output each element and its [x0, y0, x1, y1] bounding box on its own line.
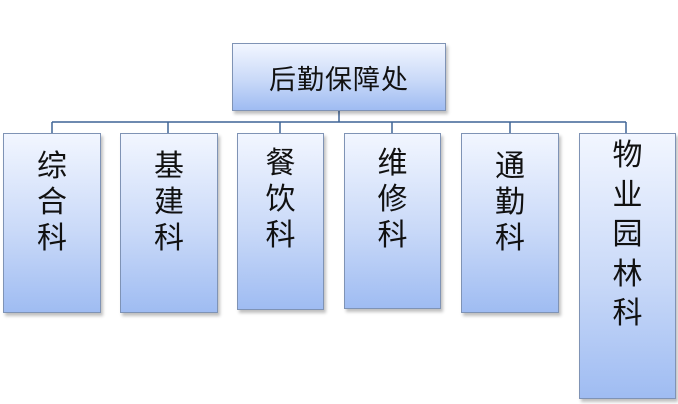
department-label-char: 基 [154, 149, 184, 184]
department-label-char: 合 [37, 185, 67, 220]
root-label: 后勤保障处 [269, 64, 409, 96]
department-label-char: 综 [37, 149, 67, 184]
department-label-char: 园 [612, 217, 643, 253]
department-node-5: 通勤科 [461, 133, 559, 313]
department-node-1: 综合科 [3, 133, 101, 313]
department-node-6: 物业园林科 [579, 133, 676, 399]
department-label-char: 修 [377, 182, 408, 217]
department-label-char: 物 [612, 138, 643, 173]
department-label-char: 餐 [265, 146, 296, 181]
department-label-char: 科 [612, 296, 643, 332]
department-node-4: 维修科 [344, 133, 441, 309]
department-label-char: 业 [612, 177, 643, 213]
department-label-char: 勤 [495, 185, 525, 220]
department-label-char: 林 [612, 256, 643, 292]
department-node-2: 基建科 [120, 133, 218, 313]
department-label-char: 建 [154, 185, 184, 220]
department-label-char: 科 [495, 221, 525, 256]
department-label-char: 科 [265, 218, 296, 253]
department-label-char: 饮 [265, 182, 296, 217]
department-node-3: 餐饮科 [237, 133, 324, 310]
root-node: 后勤保障处 [232, 43, 446, 111]
department-label-char: 科 [377, 218, 408, 253]
department-label-char: 通 [495, 149, 525, 184]
department-label-char: 科 [154, 221, 184, 256]
department-label-char: 维 [377, 146, 408, 181]
department-label-char: 科 [37, 221, 67, 256]
